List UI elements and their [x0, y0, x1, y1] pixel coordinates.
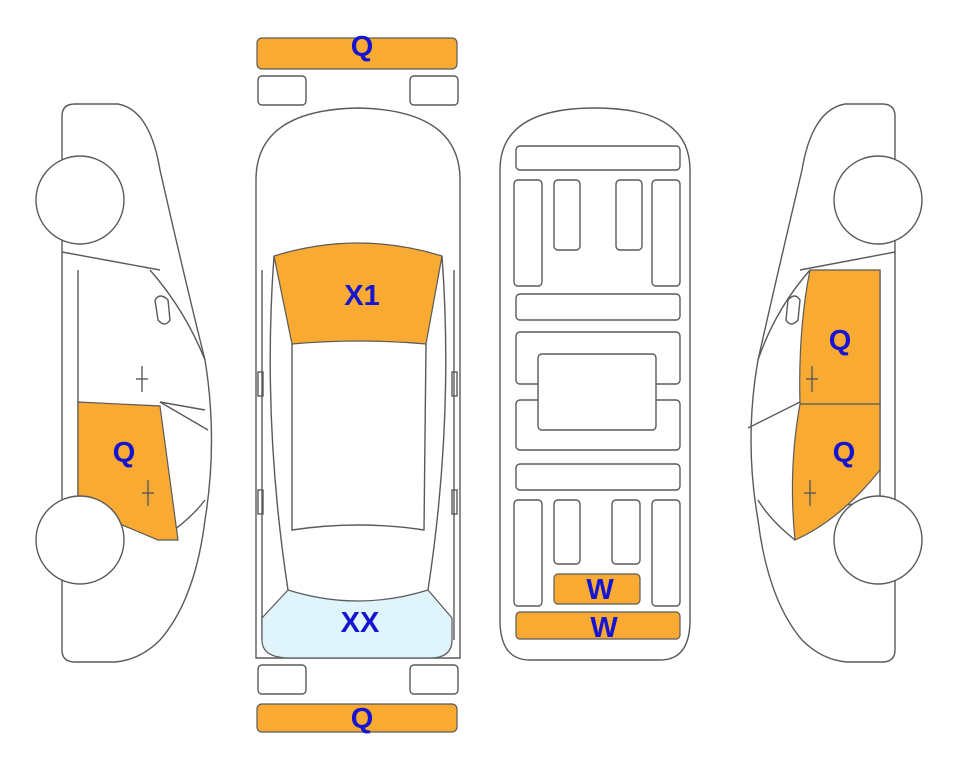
right-rear-wheel	[833, 495, 923, 585]
front-bumper-damage	[256, 37, 458, 70]
right-front-door-label: Q	[829, 325, 852, 357]
left-front-wheel	[35, 155, 125, 245]
front-bumper-label: Q	[351, 31, 374, 63]
underbody-lower-label: W	[590, 612, 618, 644]
rear-window-label: XX	[341, 607, 380, 639]
right-rear-door-label: Q	[833, 437, 856, 469]
rear-window-damage	[261, 589, 453, 659]
top-view: Q X1 XX Q	[255, 31, 461, 735]
underbody-upper-damage	[553, 573, 641, 605]
underbody-upper-label: W	[586, 574, 614, 606]
underbody-lower-damage	[515, 611, 681, 640]
windshield-label: X1	[344, 280, 379, 312]
rear-bumper-label: Q	[351, 703, 374, 735]
right-front-wheel	[833, 155, 923, 245]
right-side-view: Q Q	[747, 103, 923, 663]
right-rear-door-damage	[791, 403, 881, 541]
left-rear-wheel	[35, 495, 125, 585]
underbody-view: W W	[499, 107, 691, 661]
rear-bumper-damage	[256, 703, 458, 733]
left-rear-door-label: Q	[113, 437, 136, 469]
left-side-view: Q	[35, 103, 213, 663]
